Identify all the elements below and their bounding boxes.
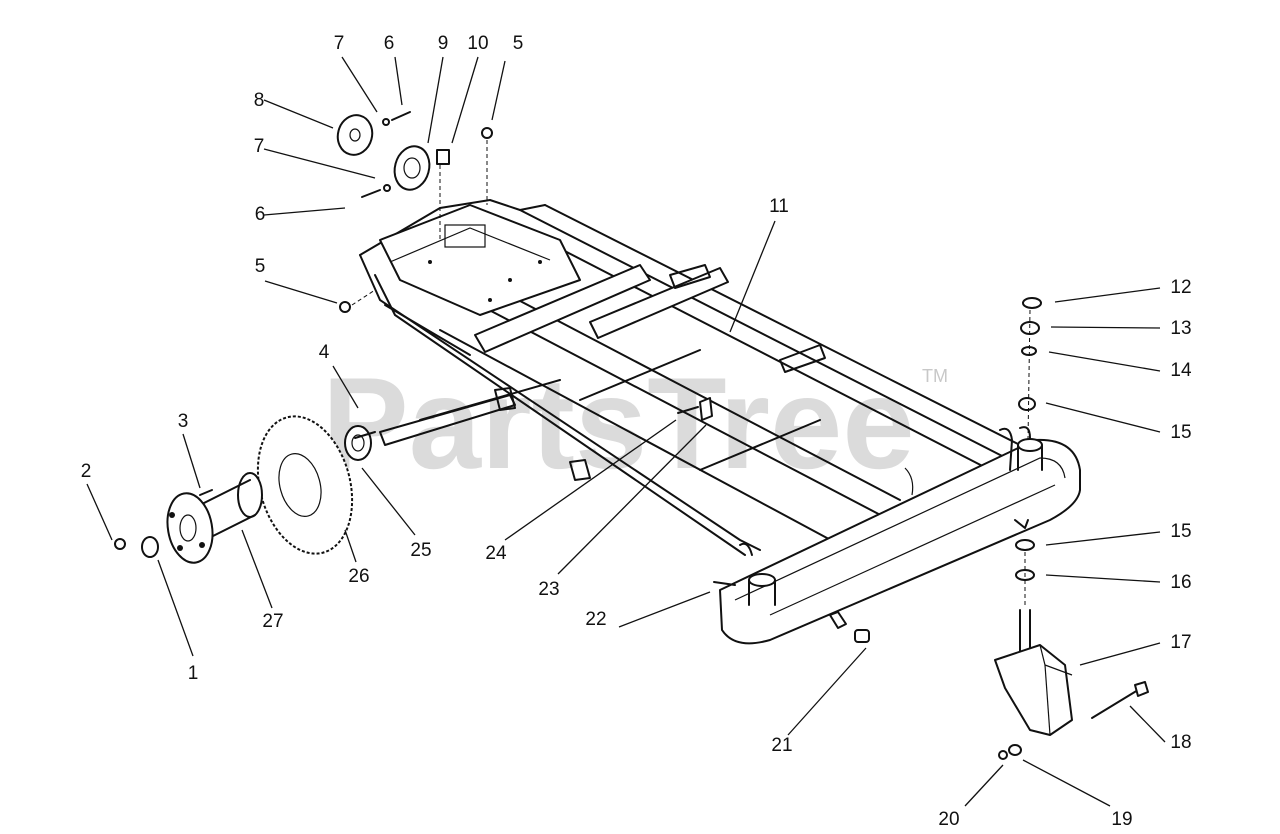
nut-5-top bbox=[481, 127, 493, 139]
callout-9: 9 bbox=[438, 33, 449, 54]
pulley-8 bbox=[336, 114, 374, 156]
callout-26: 26 bbox=[348, 566, 369, 587]
bushing-21 bbox=[854, 629, 870, 643]
callout-18: 18 bbox=[1170, 732, 1191, 753]
callout-12: 12 bbox=[1170, 277, 1191, 298]
bolt-4 bbox=[354, 431, 376, 439]
callout-6-left: 6 bbox=[255, 204, 266, 225]
spindle-hardware bbox=[994, 297, 1149, 760]
callout-23: 23 bbox=[538, 579, 559, 600]
callout-10: 10 bbox=[467, 33, 488, 54]
leader-lines bbox=[86, 56, 1166, 807]
frame-fasteners bbox=[677, 397, 870, 643]
bearing-15-bottom bbox=[1015, 539, 1035, 551]
callout-5-top: 5 bbox=[513, 33, 524, 54]
callout-25: 25 bbox=[410, 540, 431, 561]
nut-5-left bbox=[339, 301, 351, 313]
partstree-watermark: PartsTree TM bbox=[322, 350, 948, 496]
callout-14: 14 bbox=[1170, 360, 1192, 381]
callout-17: 17 bbox=[1170, 632, 1191, 653]
callout-15-top: 15 bbox=[1170, 422, 1191, 443]
callout-labels: 1 2 3 4 5 5 6 6 7 7 8 9 10 11 12 13 14 1… bbox=[81, 33, 1192, 830]
hub-cap bbox=[141, 536, 159, 558]
main-frame bbox=[359, 199, 1081, 645]
callout-19: 19 bbox=[1111, 809, 1132, 830]
washer-12 bbox=[1022, 297, 1042, 309]
callout-27: 27 bbox=[262, 611, 283, 632]
washer-19 bbox=[1008, 744, 1022, 756]
bracket-23 bbox=[699, 397, 713, 421]
spindle-17 bbox=[994, 609, 1073, 736]
pin-3 bbox=[199, 489, 213, 496]
bolt-18 bbox=[1091, 689, 1139, 719]
nut-20 bbox=[998, 750, 1008, 760]
callout-15-bottom: 15 bbox=[1170, 521, 1191, 542]
bolt-24 bbox=[677, 406, 699, 414]
spacer-10 bbox=[436, 149, 450, 165]
hub bbox=[166, 472, 263, 564]
callout-13: 13 bbox=[1170, 318, 1191, 339]
callout-24: 24 bbox=[485, 543, 507, 564]
callout-21: 21 bbox=[771, 735, 792, 756]
callout-22: 22 bbox=[585, 609, 606, 630]
drive-assembly bbox=[114, 415, 376, 564]
pulley-assembly bbox=[336, 111, 493, 313]
watermark-text: PartsTree bbox=[322, 350, 915, 496]
watermark-trademark: TM bbox=[922, 366, 948, 386]
callout-7-left: 7 bbox=[254, 136, 265, 157]
callout-11: 11 bbox=[769, 196, 789, 217]
nut-2 bbox=[114, 538, 126, 550]
callout-8: 8 bbox=[254, 90, 265, 111]
bolt-6-top bbox=[391, 111, 411, 121]
callout-6-top: 6 bbox=[384, 33, 395, 54]
bolt-6-bottom bbox=[361, 189, 381, 198]
callout-16: 16 bbox=[1170, 572, 1191, 593]
bolt-22 bbox=[713, 581, 736, 586]
pulley-9 bbox=[393, 145, 431, 191]
callout-2: 2 bbox=[81, 461, 92, 482]
callout-20: 20 bbox=[938, 809, 959, 830]
bearing bbox=[344, 425, 372, 461]
callout-5-left: 5 bbox=[255, 256, 266, 277]
callout-3: 3 bbox=[178, 411, 189, 432]
callout-7-top: 7 bbox=[334, 33, 345, 54]
callout-4: 4 bbox=[319, 342, 330, 363]
callout-1: 1 bbox=[188, 663, 199, 684]
bearing-15-top bbox=[1018, 397, 1036, 411]
